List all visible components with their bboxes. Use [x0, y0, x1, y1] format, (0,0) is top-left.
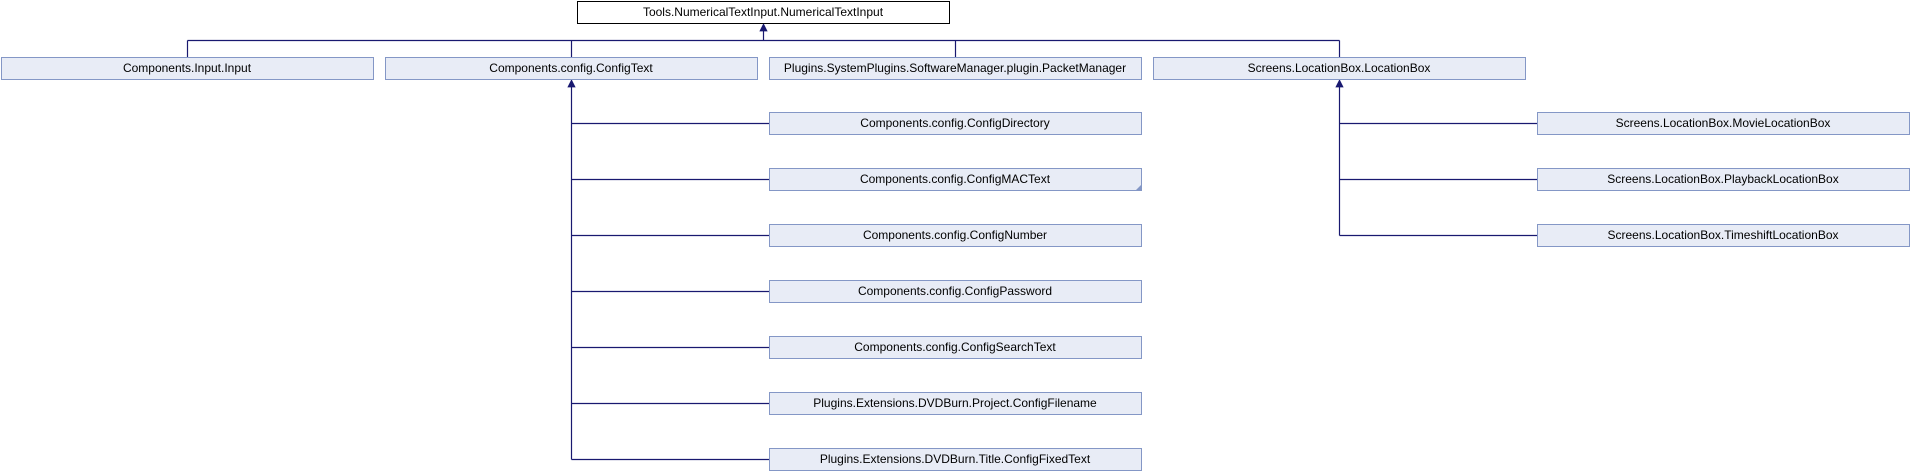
class-label: Screens.LocationBox.MovieLocationBox: [1616, 116, 1831, 130]
class-label: Plugins.SystemPlugins.SoftwareManager.pl…: [784, 61, 1126, 75]
class-node-movie-location-box[interactable]: Screens.LocationBox.MovieLocationBox: [1537, 112, 1910, 135]
class-box: [769, 448, 1142, 471]
class-node-config-search-text[interactable]: Components.config.ConfigSearchText: [769, 336, 1142, 359]
class-label: Components.Input.Input: [123, 61, 252, 75]
class-label: Components.config.ConfigMACText: [860, 172, 1051, 186]
class-node-playback-location-box[interactable]: Screens.LocationBox.PlaybackLocationBox: [1537, 168, 1910, 191]
class-node-config-mac-text[interactable]: Components.config.ConfigMACText: [769, 168, 1142, 191]
inheritance-arrow-numerical-text-input: [759, 23, 768, 32]
class-node-config-fixed-text[interactable]: Plugins.Extensions.DVDBurn.Title.ConfigF…: [769, 448, 1142, 471]
class-node-config-password[interactable]: Components.config.ConfigPassword: [769, 280, 1142, 303]
class-label: Plugins.Extensions.DVDBurn.Title.ConfigF…: [820, 452, 1091, 466]
class-label: Screens.LocationBox.PlaybackLocationBox: [1607, 172, 1838, 186]
class-box: [769, 336, 1142, 359]
class-box: [385, 57, 758, 80]
class-node-config-directory[interactable]: Components.config.ConfigDirectory: [769, 112, 1142, 135]
class-label: Screens.LocationBox.LocationBox: [1248, 61, 1431, 75]
class-box: [769, 57, 1142, 80]
class-label: Components.config.ConfigSearchText: [854, 340, 1056, 354]
class-node-config-number[interactable]: Components.config.ConfigNumber: [769, 224, 1142, 247]
class-box: [769, 392, 1142, 415]
class-label: Plugins.Extensions.DVDBurn.Project.Confi…: [813, 396, 1097, 410]
class-node-config-filename[interactable]: Plugins.Extensions.DVDBurn.Project.Confi…: [769, 392, 1142, 415]
truncated-marker: [1136, 185, 1141, 190]
class-box: [769, 224, 1142, 247]
class-label: Components.config.ConfigDirectory: [860, 116, 1049, 130]
class-box: [1153, 57, 1526, 80]
class-box: [769, 168, 1142, 191]
class-label: Tools.NumericalTextInput.NumericalTextIn…: [643, 5, 884, 19]
class-box: [1, 57, 374, 80]
class-node-packet-manager[interactable]: Plugins.SystemPlugins.SoftwareManager.pl…: [769, 57, 1142, 80]
class-node-numerical-text-input[interactable]: Tools.NumericalTextInput.NumericalTextIn…: [577, 1, 950, 24]
class-node-location-box[interactable]: Screens.LocationBox.LocationBox: [1153, 57, 1526, 80]
class-label: Components.config.ConfigPassword: [858, 284, 1052, 298]
class-box: [577, 1, 950, 24]
class-box: [769, 280, 1142, 303]
class-node-timeshift-location-box[interactable]: Screens.LocationBox.TimeshiftLocationBox: [1537, 224, 1910, 247]
inheritance-arrow-location-box: [1335, 79, 1344, 88]
class-box: [769, 112, 1142, 135]
class-node-config-text[interactable]: Components.config.ConfigText: [385, 57, 758, 80]
class-label: Components.config.ConfigNumber: [863, 228, 1047, 242]
class-label: Components.config.ConfigText: [489, 61, 653, 75]
inheritance-arrow-config-text: [567, 79, 576, 88]
class-node-input[interactable]: Components.Input.Input: [1, 57, 374, 80]
class-label: Screens.LocationBox.TimeshiftLocationBox: [1607, 228, 1838, 242]
edges-layer: [186, 23, 1538, 461]
